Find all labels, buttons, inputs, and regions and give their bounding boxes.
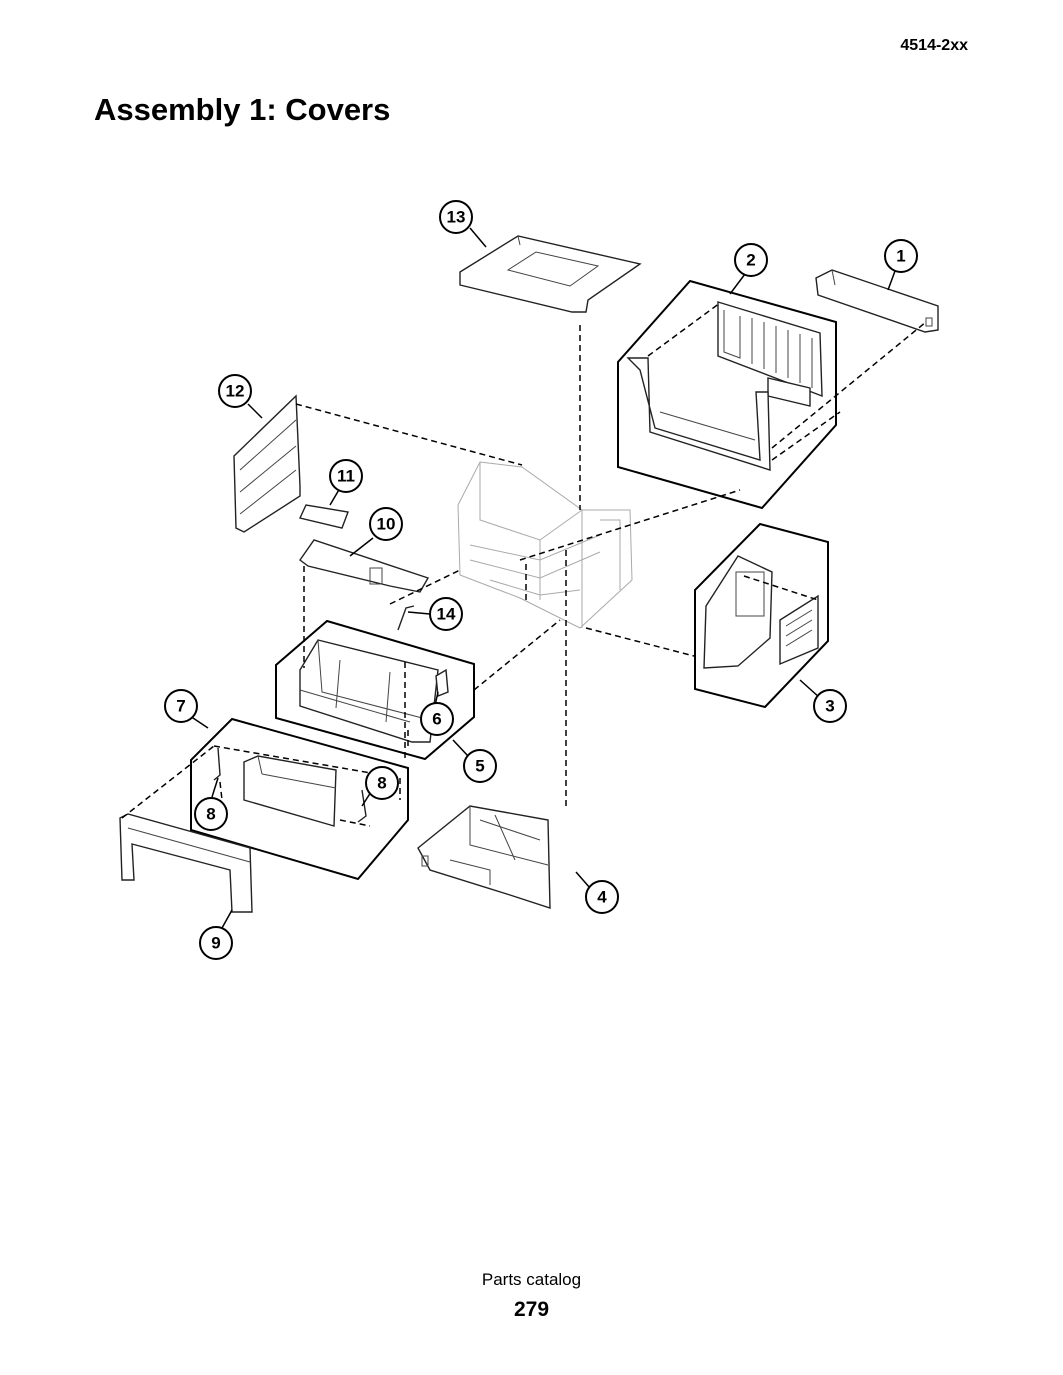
part-6-latch [435,668,449,697]
part-7-front-door [243,755,337,827]
part-11-bezel [299,504,349,529]
part-1-cover [815,269,939,333]
callout-4: 4 [585,880,619,914]
callout-10: 10 [369,507,403,541]
part-4-paper-tray [417,805,551,909]
svg-text:13: 13 [447,208,466,227]
callout-7: 7 [164,689,198,723]
part-13-top-cover [459,235,642,313]
svg-text:6: 6 [432,710,441,729]
callout-6: 6 [420,702,454,736]
group-box-3 [694,522,829,709]
callout-1: 1 [884,239,918,273]
part-14-link [397,605,415,631]
svg-text:11: 11 [337,467,355,486]
part-8-hinges [213,747,367,823]
svg-text:1: 1 [896,247,905,266]
printer-frame [457,461,633,629]
part-3-side-cover [703,555,819,669]
part-9-front-cover [119,813,253,913]
model-number: 4514-2xx [900,37,968,54]
part-5-assembly [299,639,439,743]
part-10-operator-panel [299,539,430,593]
svg-text:9: 9 [211,934,220,953]
callout-5: 5 [463,749,497,783]
callout-14: 14 [429,597,463,631]
callout-12: 12 [218,374,252,408]
callout-13: 13 [439,200,473,234]
footer-section-label: Parts catalog [481,1270,582,1289]
part-2-rear-door [626,301,823,471]
page-number: 279 [513,1298,550,1321]
callout-3: 3 [813,689,847,723]
callout-8: 8 [365,766,399,800]
page-title: Assembly 1: Covers [94,92,391,127]
group-box-5 [275,619,475,761]
svg-text:3: 3 [825,697,834,716]
group-box-7 [190,717,409,881]
callout-2: 2 [734,243,768,277]
callout-8: 8 [194,797,228,831]
svg-text:8: 8 [206,805,215,824]
svg-text:7: 7 [176,697,185,716]
callout-9: 9 [199,926,233,960]
svg-text:14: 14 [437,605,456,624]
callout-11: 11 [329,459,363,493]
svg-text:10: 10 [377,515,396,534]
svg-text:4: 4 [597,888,607,907]
part-12-side-cover [233,394,301,533]
svg-text:12: 12 [226,382,245,401]
svg-text:2: 2 [746,251,755,270]
svg-text:8: 8 [377,774,386,793]
svg-text:5: 5 [475,757,484,776]
group-box-2 [617,279,837,510]
